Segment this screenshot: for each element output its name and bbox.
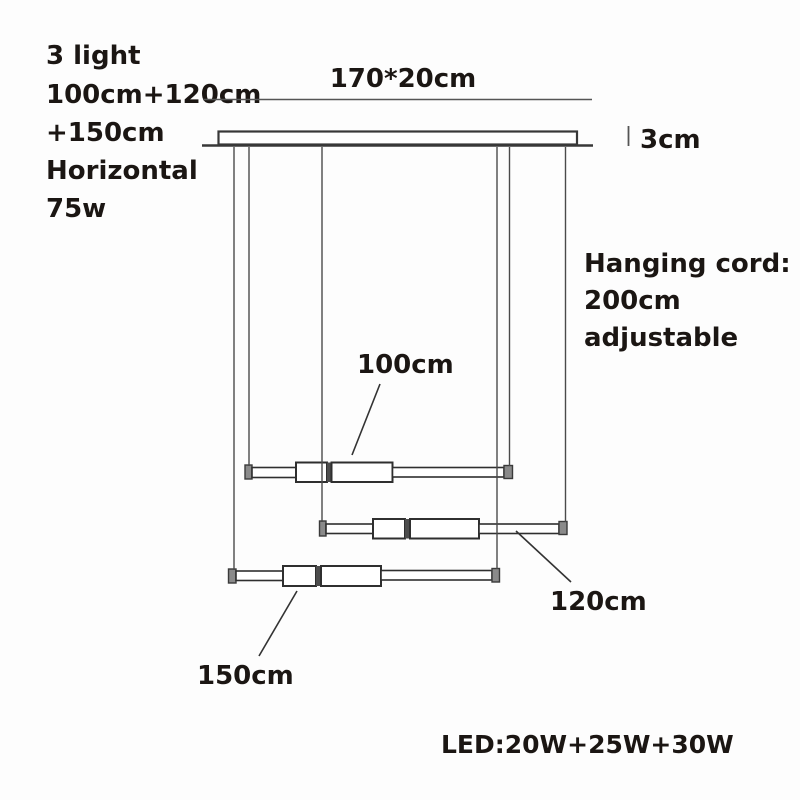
leader-line-150cm bbox=[258, 590, 298, 657]
bar3-lamp-box bbox=[320, 565, 382, 587]
bar2-divider bbox=[405, 519, 410, 539]
hanging-cord-note-label: adjustable bbox=[584, 323, 738, 353]
light-bar-120cm bbox=[318, 518, 568, 540]
bar2-left-end-cap bbox=[318, 520, 327, 537]
light-bar-150cm bbox=[227, 565, 501, 587]
canopy-size-label: 170*20cm bbox=[330, 64, 477, 94]
leader-line-100cm bbox=[351, 383, 381, 456]
bar3-divider bbox=[316, 566, 321, 586]
bar3-right-tube bbox=[380, 569, 493, 581]
bar1-lamp-box bbox=[330, 461, 394, 483]
leader-line-120cm bbox=[515, 530, 572, 583]
hanging-cord-text-block: Hanging cord: 200cm adjustable bbox=[584, 249, 791, 353]
bar3-left-tube bbox=[235, 570, 284, 582]
bar-100cm-label: 100cm bbox=[357, 350, 454, 380]
bar1-right-tube bbox=[391, 466, 505, 478]
spec-text-block: 3 light 100cm+120cm +150cm Horizontal 75… bbox=[46, 41, 261, 224]
bar-150cm-label: 150cm bbox=[197, 661, 294, 691]
hanging-cords bbox=[233, 147, 567, 570]
spec-sizes-line1-label: 100cm+120cm bbox=[46, 80, 261, 110]
bar3-connector-box bbox=[282, 565, 317, 587]
ceiling-canopy bbox=[202, 130, 593, 147]
bar3-left-end-cap bbox=[227, 568, 237, 584]
spec-lights-label: 3 light bbox=[46, 41, 141, 71]
spec-sizes-line2-label: +150cm bbox=[46, 118, 165, 148]
bar2-connector-box bbox=[372, 518, 406, 540]
bar1-divider bbox=[327, 462, 332, 482]
canopy-thickness-label: 3cm bbox=[640, 125, 701, 155]
hanging-cord-title-label: Hanging cord: bbox=[584, 249, 791, 279]
spec-orientation-label: Horizontal bbox=[46, 156, 198, 186]
bar-120cm-label: 120cm bbox=[550, 587, 647, 617]
canopy-plate bbox=[217, 130, 579, 146]
bar2-left-tube bbox=[325, 523, 374, 535]
bar2-right-tube bbox=[478, 523, 560, 535]
hanging-cord-length-label: 200cm bbox=[584, 286, 681, 316]
bar3-right-end-cap bbox=[491, 567, 501, 583]
light-bar-100cm bbox=[244, 461, 514, 483]
bar1-right-end-cap bbox=[503, 464, 514, 480]
bar1-left-end-cap bbox=[244, 464, 253, 480]
led-wattage-label: LED:20W+25W+30W bbox=[441, 730, 734, 759]
bar-length-callouts: 100cm 120cm 150cm bbox=[197, 350, 647, 691]
bar1-left-tube bbox=[251, 466, 297, 479]
bar2-right-end-cap bbox=[558, 520, 568, 536]
spec-wattage-label: 75w bbox=[46, 194, 106, 224]
bar2-lamp-box bbox=[409, 518, 480, 540]
